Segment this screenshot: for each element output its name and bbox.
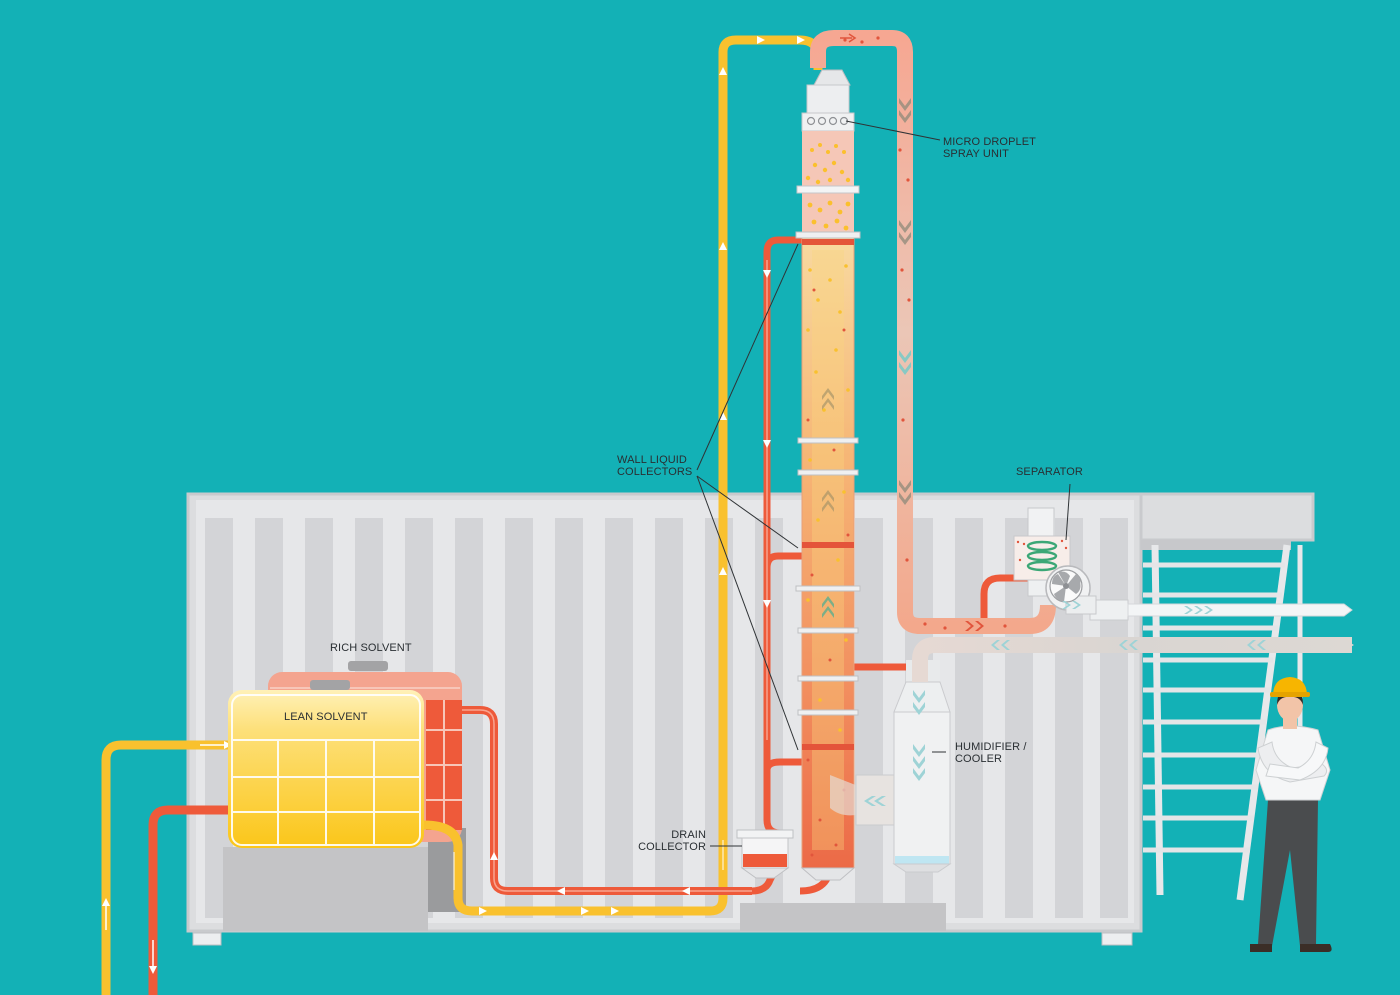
humidifier-cooler <box>830 660 952 873</box>
clean-gas-outlet-duct <box>1089 599 1353 621</box>
fan-icon <box>1045 565 1097 615</box>
absorber-column <box>795 69 861 881</box>
gas-duct <box>810 30 1056 634</box>
rich-solvent-label: RICH SOLVENT <box>330 642 412 654</box>
drain-collector <box>736 829 794 879</box>
drain-collector-label: DRAIN COLLECTOR <box>638 829 706 853</box>
lean-solvent-loop <box>423 35 823 916</box>
separator-unit <box>1013 507 1071 597</box>
lean-solvent-tank <box>228 680 424 848</box>
lean-solvent-label: LEAN SOLVENT <box>284 711 368 723</box>
humidifier-cooler-label: HUMIDIFIER / COOLER <box>955 741 1027 765</box>
engineer-figure <box>1250 677 1332 952</box>
micro-droplet-spray-unit-label: MICRO DROPLET SPRAY UNIT <box>943 136 1036 160</box>
spiral-icon <box>1026 540 1058 572</box>
air-inlet-duct <box>912 637 1354 682</box>
separator-label: SEPARATOR <box>1016 466 1083 478</box>
wall-liquid-collectors-label: WALL LIQUID COLLECTORS <box>617 454 693 478</box>
rich-solvent-return-pipe <box>148 805 240 995</box>
leader-lines <box>696 120 1071 847</box>
